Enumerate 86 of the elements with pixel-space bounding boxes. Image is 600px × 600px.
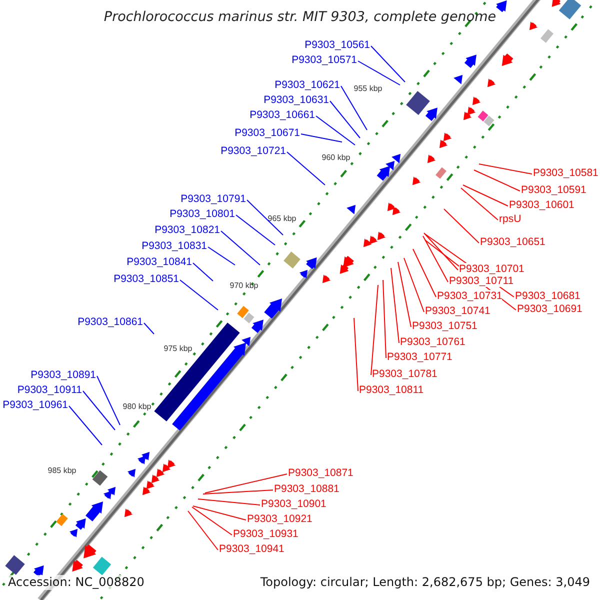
gene-label: P9303_10921 [247, 513, 312, 525]
gene-label: P9303_10581 [533, 167, 598, 179]
gene-label: P9303_10621 [274, 79, 340, 91]
gene-label: P9303_10741 [425, 305, 490, 317]
leader-line [300, 134, 342, 142]
position-label: 965 kbp [268, 214, 296, 224]
position-label: 975 kbp [164, 344, 192, 354]
leader-line [412, 248, 436, 298]
position-label: 960 kbp [322, 153, 350, 163]
leader-line [68, 406, 102, 446]
gene-label: P9303_10831 [142, 240, 207, 252]
gene-label: P9303_10961 [2, 399, 68, 411]
leader-line [220, 230, 260, 266]
gene-label: P9303_10811 [359, 384, 424, 396]
gene-label: P9303_10571 [292, 54, 357, 66]
leader-line [246, 200, 284, 236]
leader-line [208, 246, 236, 266]
leader-line [460, 188, 498, 220]
gene-label: P9303_10721 [220, 145, 286, 157]
leader-line [180, 280, 218, 310]
title: Prochlorococcus marinus str. MIT 9303, complete genome [102, 9, 498, 25]
leader-line [390, 268, 400, 344]
gene-label: P9303_10891 [30, 369, 96, 381]
leader-line [462, 184, 508, 206]
leader-line [370, 46, 406, 82]
leader-line [202, 490, 274, 494]
gene-label: P9303_10591 [521, 184, 586, 196]
leader-line [330, 100, 360, 138]
gene-label: P9303_10851 [114, 273, 179, 285]
leader-line [398, 262, 412, 328]
footer-text: Topology: circular; Length: 2,682,675 bp; Genes: 3,049 [260, 575, 590, 590]
gene-label: P9303_10791 [180, 193, 246, 205]
gene-label: P9303_10681 [515, 290, 580, 302]
leader-line [286, 152, 326, 186]
gene-label: P9303_10711 [449, 275, 514, 287]
gene-label: P9303_10841 [126, 256, 192, 268]
leader-line [192, 506, 246, 520]
gene-label: P9303_10881 [274, 483, 340, 495]
leader-line [316, 116, 356, 146]
gene-label: P9303_10731 [437, 290, 502, 302]
gene-label: P9303_10691 [517, 303, 582, 315]
gene-label: P9303_10561 [304, 39, 370, 51]
gene-label: P9303_10671 [234, 127, 300, 139]
position-label: 970 kbp [230, 281, 258, 291]
leader-line [144, 322, 154, 334]
leader-line [444, 208, 480, 244]
leader-line [382, 280, 386, 358]
leader-line [204, 474, 288, 494]
leader-line [478, 164, 532, 174]
gene-label: P9303_10871 [288, 467, 354, 479]
leader-line [82, 390, 116, 430]
leader-line [422, 236, 448, 282]
leader-line [192, 506, 232, 536]
gene-label: P9303_10861 [78, 316, 143, 328]
gene-label: P9303_10701 [459, 263, 524, 275]
leader-line [424, 232, 458, 270]
position-label: 985 kbp [48, 466, 76, 476]
leader-line [192, 262, 214, 282]
leader-line [354, 318, 358, 392]
gene-label: P9303_10781 [372, 368, 438, 380]
gene-label: P9303_10751 [412, 320, 478, 332]
gene-label: P9303_10761 [400, 336, 466, 348]
gene-label: P9303_10631 [264, 94, 329, 106]
position-label: 980 kbp [122, 402, 152, 412]
gene-label: P9303_10941 [219, 543, 284, 555]
leader-line [188, 510, 218, 550]
gene-label: P9303_10801 [170, 208, 235, 220]
leader-line [96, 376, 120, 426]
gene-label: P9303_10661 [250, 109, 315, 121]
gene-label: P9303_10771 [387, 351, 452, 363]
gene-label: P9303_10821 [154, 224, 220, 236]
leader-line [404, 258, 424, 312]
leader-line [198, 498, 260, 506]
gene-label: P9303_10601 [509, 199, 574, 211]
leader-line [358, 60, 400, 86]
gene-label: P9303_10931 [233, 528, 298, 540]
gene-label: P9303_10901 [261, 498, 326, 510]
gene-label: P9303_10911 [17, 384, 82, 396]
footer-text: Accession: NC_008820 [8, 575, 144, 590]
gene-label: rpsU [499, 213, 522, 225]
leader-line [370, 284, 378, 376]
leader-line [474, 170, 520, 192]
gene-label: P9303_10651 [480, 236, 546, 248]
position-label: 955 kbp [354, 84, 382, 94]
leader-line [340, 86, 368, 130]
leader-line [236, 214, 276, 246]
